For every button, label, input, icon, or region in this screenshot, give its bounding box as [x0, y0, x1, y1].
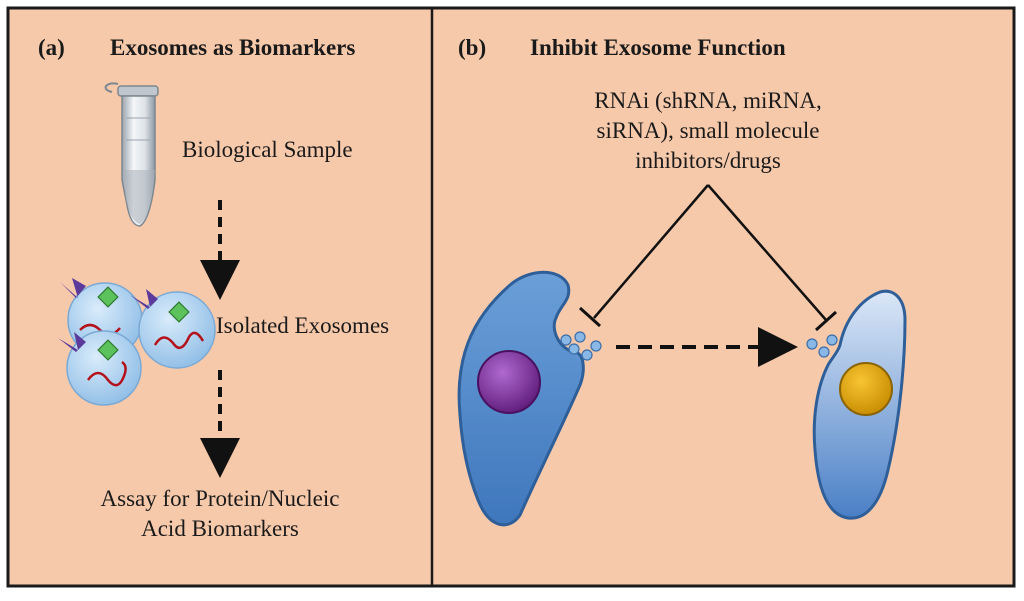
exosome-particle [130, 289, 216, 369]
panel-a-letter: (a) [38, 35, 65, 60]
received-exosomes [806, 334, 838, 358]
donor-cell-icon [457, 270, 585, 527]
figure-border [6, 6, 1016, 588]
panel-b-title: Inhibit Exosome Function [530, 35, 786, 60]
label-inhibitors-line2: siRNA), small molecule [596, 118, 820, 143]
exosome-particle [58, 330, 142, 406]
label-assay-line2: Acid Biomarkers [141, 516, 299, 541]
label-assay-line1: Assay for Protein/Nucleic [100, 486, 340, 511]
inhibition-lines [578, 184, 838, 332]
recipient-nucleus [839, 362, 893, 416]
label-inhibitors-line3: inhibitors/drugs [635, 148, 781, 173]
inhibition-bar-right [814, 310, 838, 332]
sample-tube-icon [104, 82, 159, 227]
panel-a-title: Exosomes as Biomarkers [110, 35, 356, 60]
inhibition-bar-left [578, 306, 602, 328]
label-biological-sample: Biological Sample [182, 137, 353, 162]
panel-b-letter: (b) [458, 35, 487, 60]
label-inhibitors-line1: RNAi (shRNA, miRNA, [594, 88, 822, 113]
donor-nucleus [477, 350, 541, 414]
isolated-exosomes-icon [58, 278, 216, 406]
recipient-cell-icon [812, 289, 907, 520]
released-exosomes [560, 331, 602, 361]
label-isolated-exosomes: Isolated Exosomes [216, 313, 390, 338]
